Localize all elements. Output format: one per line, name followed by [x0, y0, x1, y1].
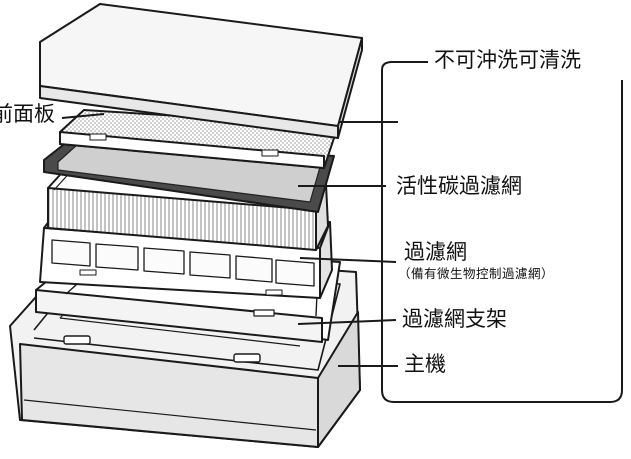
label-header-note: 不可沖洗可清洗	[434, 48, 581, 72]
leader-header-bracket	[381, 61, 428, 71]
leader-lines	[61, 61, 623, 403]
leader-bracket-box	[381, 80, 623, 403]
leader-filter-frame	[297, 319, 397, 325]
leader-front-panel	[61, 113, 105, 119]
label-filter: 過濾網	[404, 240, 467, 264]
leader-filter	[299, 257, 397, 263]
label-front-panel: 前面板	[0, 102, 55, 126]
label-main-unit: 主機	[404, 352, 446, 376]
front-panel-part	[39, 3, 363, 139]
label-filter-frame: 過濾網支架	[402, 307, 507, 331]
label-carbon-filter: 活性碳過濾網	[396, 174, 522, 198]
label-filter-note: （備有微生物控制過濾網）	[398, 266, 555, 281]
